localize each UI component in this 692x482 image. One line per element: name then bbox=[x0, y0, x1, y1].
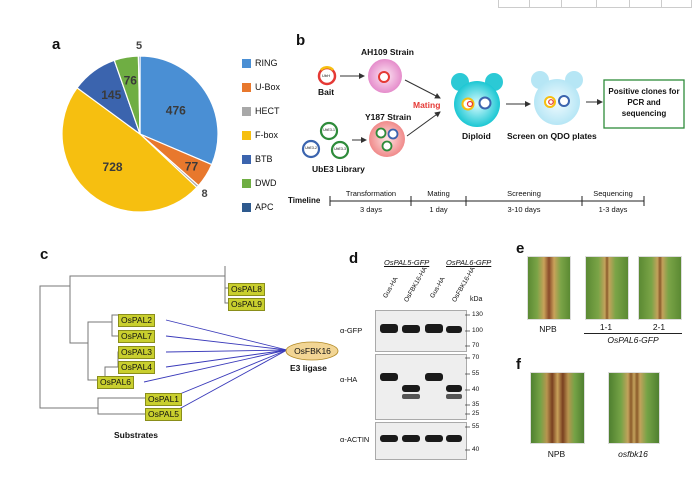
legend-item-ring: RING bbox=[242, 58, 278, 68]
ligase-caption: E3 ligase bbox=[290, 363, 327, 373]
legend-item-btb: BTB bbox=[242, 154, 273, 164]
legend-swatch bbox=[242, 154, 251, 164]
bait-plasmid-label: UbH bbox=[322, 73, 331, 78]
mw-marker: 40 bbox=[472, 386, 480, 393]
leaf-photo-npb-f bbox=[530, 372, 585, 444]
panel-letter-b: b bbox=[296, 32, 306, 49]
arrow-icon bbox=[404, 79, 441, 99]
legend-swatch bbox=[242, 58, 251, 68]
legend-label: HECT bbox=[255, 106, 280, 116]
positive-clones-box bbox=[603, 79, 685, 129]
row-label-actin: α-ACTIN bbox=[340, 435, 370, 444]
leaf-photo-osfbk16 bbox=[608, 372, 660, 444]
bait-label: Bait bbox=[318, 87, 335, 97]
ube3-plasmid-icon bbox=[330, 140, 350, 160]
group-label-ospal6: OsPAL6-GFP bbox=[446, 258, 492, 267]
panel-letter-d: d bbox=[349, 250, 359, 267]
mw-marker: 70 bbox=[472, 342, 480, 349]
mw-marker: 100 bbox=[472, 327, 483, 334]
label-ospal6-gfp: OsPAL6-GFP bbox=[607, 335, 659, 345]
arrow-icon bbox=[406, 111, 441, 137]
legend-item-dwd: DWD bbox=[242, 178, 277, 188]
timeline-stage: Screening bbox=[507, 189, 541, 198]
legend-label: U-Box bbox=[255, 82, 281, 92]
legend-swatch bbox=[242, 202, 251, 212]
ligase-label: OsFBK16 bbox=[294, 346, 331, 356]
underline-bar bbox=[584, 333, 682, 334]
pal-label-ospal6: OsPAL6 bbox=[97, 376, 135, 389]
legend-label: BTB bbox=[255, 154, 273, 164]
ah109-label: AH109 Strain bbox=[361, 47, 414, 57]
label-npb-e: NPB bbox=[539, 324, 557, 334]
legend-label: DWD bbox=[255, 178, 277, 188]
pal-label-ospal5: OsPAL5 bbox=[145, 408, 183, 421]
legend-swatch bbox=[242, 82, 251, 92]
pal-label-ospal8: OsPAL8 bbox=[228, 283, 266, 296]
legend-swatch bbox=[242, 106, 251, 116]
legend-swatch bbox=[242, 178, 251, 188]
pal-label-ospal1: OsPAL1 bbox=[145, 393, 183, 406]
label-osfbk16: osfbk16 bbox=[618, 449, 648, 459]
leaf-photo-npb bbox=[527, 256, 571, 320]
label-npb-f: NPB bbox=[547, 449, 566, 459]
y187-label: Y187 Strain bbox=[365, 112, 412, 122]
pal-label-ospal9: OsPAL9 bbox=[228, 298, 266, 311]
legend-swatch bbox=[242, 130, 251, 140]
leaf-photo-line2 bbox=[638, 256, 682, 320]
timeline-label: Timeline bbox=[288, 196, 321, 205]
timeline-stage: Mating bbox=[427, 189, 450, 198]
row-label-ha: α-HA bbox=[340, 375, 358, 384]
legend-item-apc: APC bbox=[242, 202, 274, 212]
kda-label: kDa bbox=[470, 296, 483, 303]
legend-item-hect: HECT bbox=[242, 106, 280, 116]
pal-label-ospal2: OsPAL2 bbox=[118, 314, 156, 327]
panel-letter-a: a bbox=[52, 36, 61, 53]
timeline-duration: 3-10 days bbox=[507, 205, 541, 214]
timeline-stage: Sequencing bbox=[593, 189, 633, 198]
mw-marker: 55 bbox=[472, 423, 480, 430]
ube3-plasmid-icon bbox=[301, 139, 321, 159]
ube3-plasmid-label: UbE3-2 bbox=[305, 146, 317, 150]
legend-label: RING bbox=[255, 58, 278, 68]
pal-label-ospal7: OsPAL7 bbox=[118, 330, 156, 343]
group-label-ospal5: OsPAL5-GFP bbox=[384, 258, 430, 267]
mw-marker: 130 bbox=[472, 311, 483, 318]
substrates-label: Substrates bbox=[114, 430, 158, 440]
timeline-duration: 1-3 days bbox=[598, 205, 628, 214]
panel-letter-c: c bbox=[40, 246, 49, 263]
timeline-duration: 1 day bbox=[429, 205, 448, 214]
ligase-node-icon bbox=[285, 341, 339, 361]
ube3-plasmid-label: UbE3-1 bbox=[323, 128, 335, 132]
pal-label-ospal4: OsPAL4 bbox=[118, 361, 156, 374]
panel-letter-e: e bbox=[516, 240, 525, 257]
mw-marker: 55 bbox=[472, 370, 480, 377]
timeline-stage: Transformation bbox=[345, 189, 397, 198]
diploid-label: Diploid bbox=[462, 131, 491, 141]
legend-item-ubox: U-Box bbox=[242, 82, 280, 92]
legend-item-fbox: F-box bbox=[242, 130, 278, 140]
mating-label: Mating bbox=[413, 100, 441, 110]
screen-label: Screen on QDO plates bbox=[507, 131, 597, 141]
label-line2: 2-1 bbox=[652, 322, 666, 332]
positive-clones-label: Positive clones for PCR and sequencing bbox=[608, 87, 680, 118]
label-line1: 1-1 bbox=[599, 322, 613, 332]
panel-letter-f: f bbox=[516, 356, 521, 373]
row-label-gfp: α-GFP bbox=[340, 326, 363, 335]
mw-marker: 35 bbox=[472, 401, 480, 408]
library-label: UbE3 Library bbox=[312, 164, 365, 174]
pal-label-ospal3: OsPAL3 bbox=[118, 346, 156, 359]
legend-label: APC bbox=[255, 202, 274, 212]
mw-marker: 40 bbox=[472, 446, 480, 453]
mw-marker: 25 bbox=[472, 410, 480, 417]
legend-label: F-box bbox=[255, 130, 279, 140]
ube3-plasmid-icon bbox=[319, 121, 339, 141]
mw-marker: 70 bbox=[472, 354, 480, 361]
leaf-photo-line1 bbox=[585, 256, 629, 320]
ube3-plasmid-label: UbE3-3 bbox=[334, 147, 346, 151]
timeline-duration: 3 days bbox=[359, 205, 383, 214]
